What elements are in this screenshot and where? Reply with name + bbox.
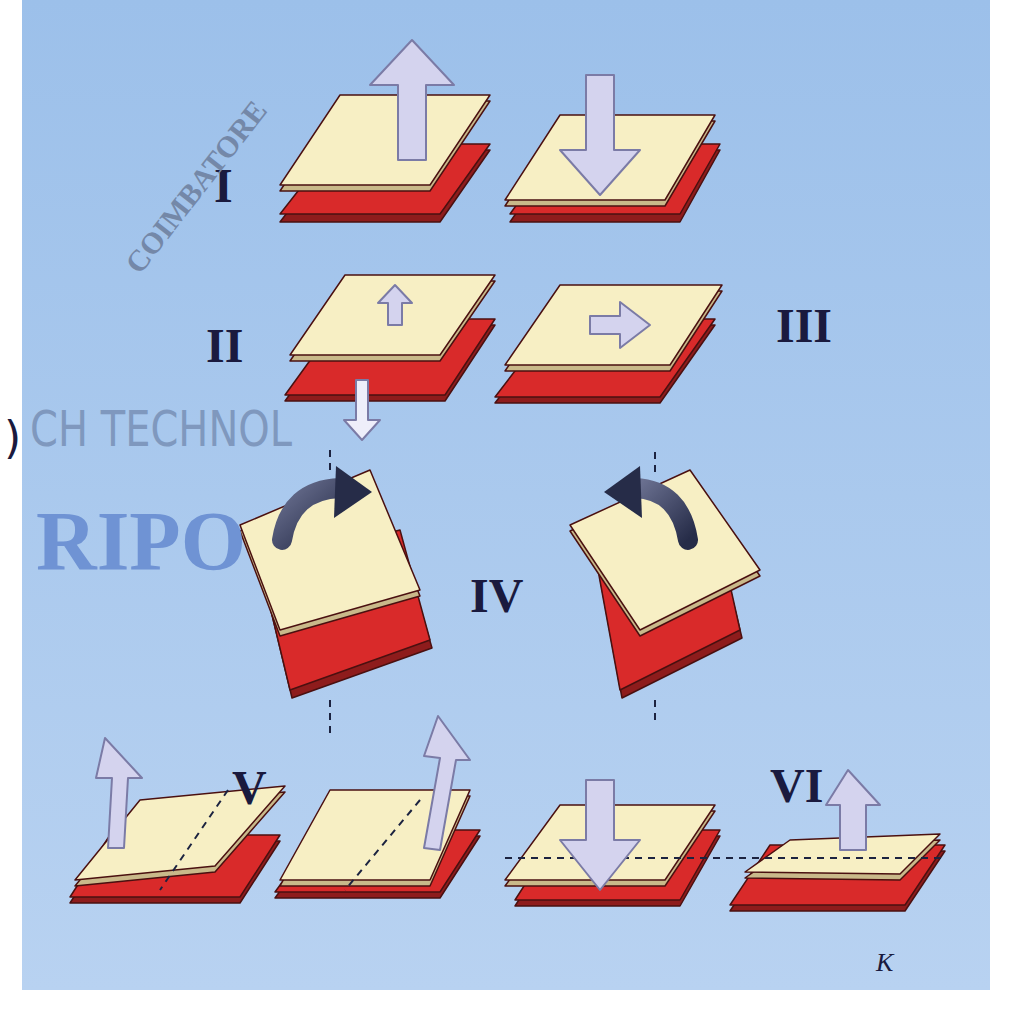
motion-arrows xyxy=(96,40,880,890)
mode-numeral: III xyxy=(776,302,832,350)
axis-lines xyxy=(160,450,945,890)
twist-arrows xyxy=(282,466,688,540)
mode-numeral: II xyxy=(206,322,243,370)
watermark-text: RIPO xyxy=(36,500,246,584)
signature: K xyxy=(876,950,893,976)
watermark-text: CH TECHNOL xyxy=(30,404,292,454)
edge-mark: ) xyxy=(4,416,21,460)
mode-numeral: V xyxy=(232,764,267,812)
mode-numeral: VI xyxy=(770,762,823,810)
mode-numeral: IV xyxy=(470,572,523,620)
background xyxy=(22,0,990,990)
